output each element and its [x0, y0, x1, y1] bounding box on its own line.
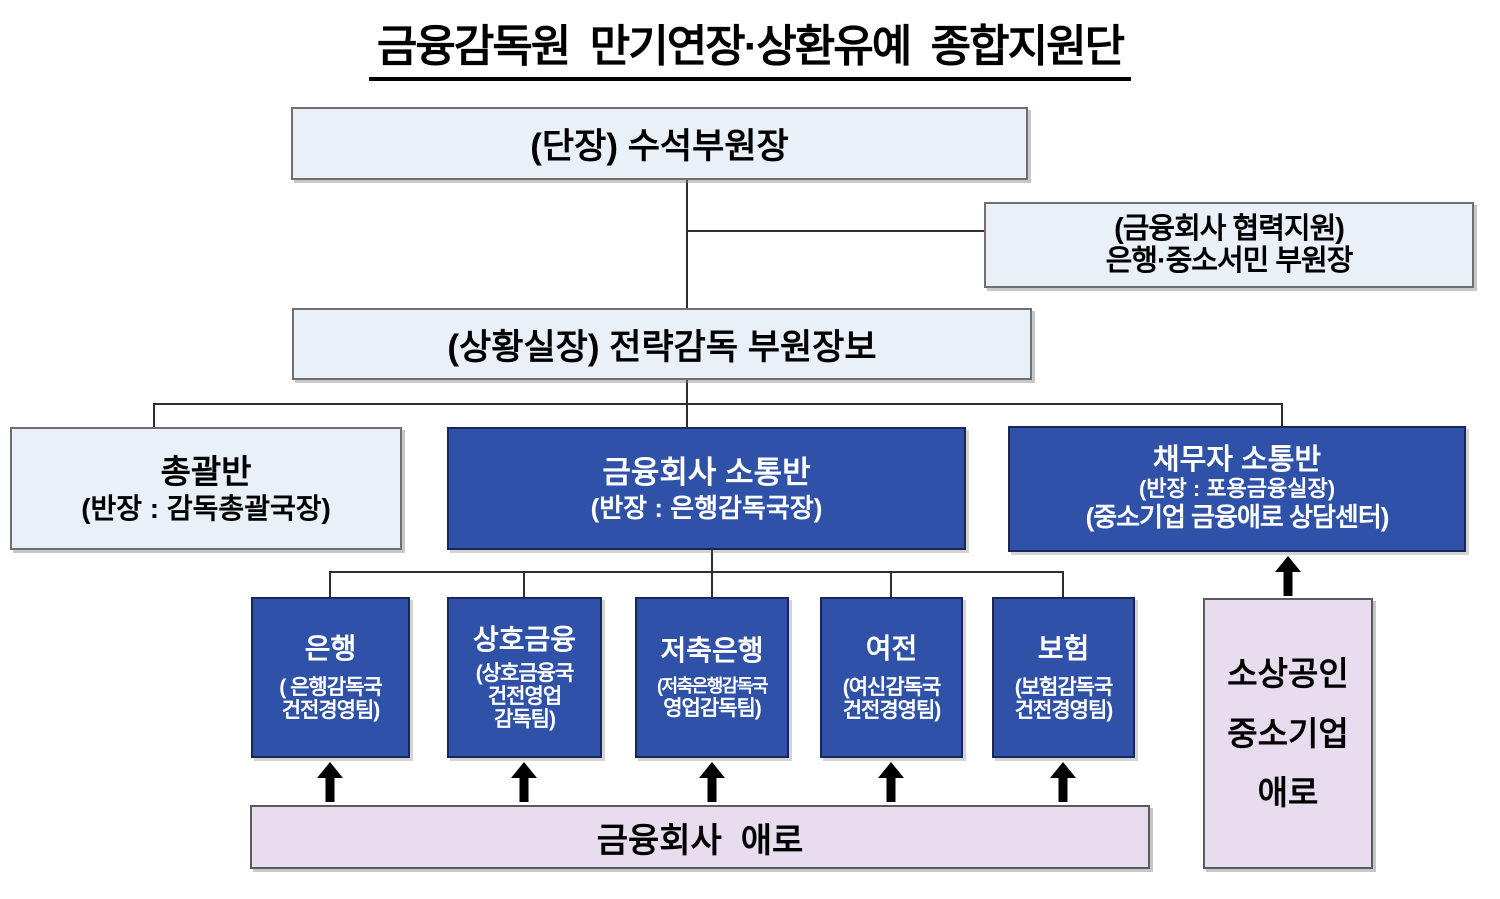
node-fincomm-chief: (반장 : 은행감독국장)	[590, 492, 823, 523]
node-sector-credit-sub1: (여신감독국	[842, 675, 942, 699]
up-arrow-icon	[511, 762, 537, 802]
node-deputy-cooperation-line2: 은행·중소서민 부원장	[1105, 245, 1354, 277]
node-sector-mutual-sub3: 감독팀)	[494, 708, 556, 732]
node-leader: (단장) 수석부원장	[291, 107, 1028, 180]
connector-drop-insurance	[1062, 571, 1064, 597]
inflow-small-business: 소상공인 중소기업 애로	[1203, 598, 1373, 869]
node-sector-savings-sub1: (저축은행감독국	[657, 676, 768, 697]
node-sector-bank-sub2: 건전경영팀)	[281, 698, 381, 722]
up-arrow-icon	[878, 762, 904, 802]
connector-drop-fincomm	[686, 403, 688, 427]
node-sector-insurance-title: 보험	[1037, 633, 1090, 665]
page-title: 금융감독원 만기연장·상환유예 종합지원단	[368, 10, 1132, 81]
connector-branch-to-cooperation	[687, 230, 984, 232]
node-fincomm-title: 금융회사 소통반	[602, 455, 811, 491]
node-financial-company-comm-team: 금융회사 소통반 (반장 : 은행감독국장)	[447, 427, 966, 550]
node-general-team-chief: (반장 : 감독총괄국장)	[81, 493, 331, 525]
node-sector-savings-bank: 저축은행 (저축은행감독국 영업감독팀)	[635, 597, 789, 758]
connector-drop-savings	[711, 571, 713, 597]
node-general-team: 총괄반 (반장 : 감독총괄국장)	[10, 427, 402, 550]
up-arrow-icon	[699, 762, 725, 802]
node-situation-room-label: (상황실장) 전략감독 부원장보	[447, 327, 877, 367]
node-leader-label: (단장) 수석부원장	[530, 127, 789, 166]
node-sector-mutual-sub2: 건전영업	[487, 685, 562, 709]
node-situation-room: (상황실장) 전략감독 부원장보	[292, 308, 1032, 380]
node-sector-insurance-sub2: 건전경영팀)	[1014, 698, 1114, 722]
connector-drop-general	[153, 403, 155, 427]
connector-level3-horizontal	[153, 403, 1283, 405]
up-arrow-icon	[1275, 556, 1301, 596]
connector-fincomm-down	[711, 550, 713, 573]
node-debtor-chief: (반장 : 포용금융실장)	[1138, 475, 1336, 501]
connector-leader-to-situation	[686, 180, 688, 309]
connector-drop-mutual	[523, 571, 525, 597]
node-sector-mutual-sub1: (상호금융국	[475, 661, 575, 685]
inflow-small-business-line3: 애로	[1257, 774, 1319, 812]
up-arrow-icon	[1050, 762, 1076, 802]
title-wrap: 금융감독원 만기연장·상환유예 종합지원단	[0, 10, 1500, 81]
node-deputy-cooperation-line1: (금융회사 협력지원)	[1114, 212, 1345, 245]
connector-drop-credit	[890, 571, 892, 597]
node-sector-insurance: 보험 (보험감독국 건전경영팀)	[992, 597, 1135, 758]
connector-situation-down	[686, 380, 688, 404]
inflow-small-business-line2: 중소기업	[1227, 714, 1349, 752]
node-sector-savings-title: 저축은행	[660, 634, 764, 666]
node-sector-credit-sub2: 건전경영팀)	[842, 698, 942, 722]
node-sector-bank-title: 은행	[304, 633, 357, 665]
node-sector-credit-finance: 여전 (여신감독국 건전경영팀)	[820, 597, 963, 758]
up-arrow-icon	[317, 762, 343, 802]
node-debtor-comm-team: 채무자 소통반 (반장 : 포용금융실장) (중소기업 금융애로 상담센터)	[1008, 426, 1466, 552]
node-debtor-note: (중소기업 금융애로 상담센터)	[1085, 501, 1390, 532]
node-sector-insurance-sub1: (보험감독국	[1014, 675, 1114, 699]
node-sector-savings-sub2: 영업감독팀)	[663, 696, 762, 720]
connector-sector-horizontal	[330, 571, 1064, 573]
node-sector-mutual-finance: 상호금융 (상호금융국 건전영업 감독팀)	[447, 597, 602, 758]
inflow-small-business-line1: 소상공인	[1227, 655, 1349, 693]
connector-drop-bank	[329, 571, 331, 597]
node-general-team-title: 총괄반	[160, 453, 252, 491]
node-sector-bank-sub1: ( 은행감독국	[279, 675, 382, 699]
node-sector-mutual-title: 상호금융	[472, 623, 577, 655]
node-deputy-cooperation: (금융회사 협력지원) 은행·중소서민 부원장	[984, 202, 1474, 288]
inflow-financial-companies: 금융회사 애로	[250, 805, 1150, 869]
node-debtor-title: 채무자 소통반	[1152, 443, 1322, 476]
node-sector-credit-title: 여전	[865, 633, 918, 665]
node-sector-bank: 은행 ( 은행감독국 건전경영팀)	[251, 597, 410, 758]
connector-drop-debtor	[1281, 403, 1283, 426]
inflow-financial-companies-label: 금융회사 애로	[596, 821, 804, 860]
